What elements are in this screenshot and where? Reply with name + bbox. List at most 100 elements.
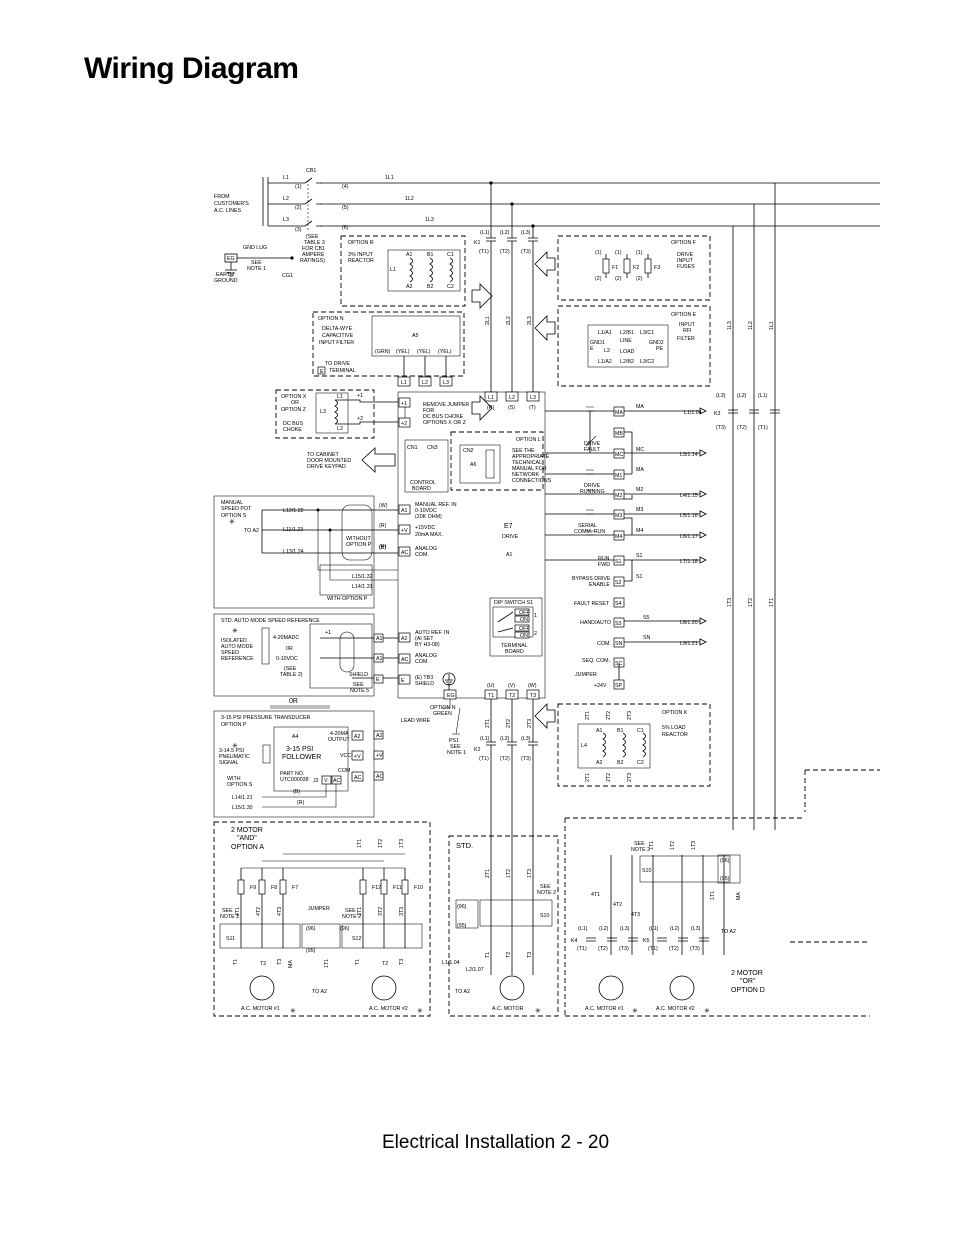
a6: A6 xyxy=(470,462,477,468)
tpv: +V xyxy=(401,528,408,534)
rfi-l2b1: L2/B1 xyxy=(620,330,634,336)
d-motor2-icon xyxy=(669,975,695,1001)
transducer: 3-15 PSI PRESSURE TRANSDUCER xyxy=(221,715,311,721)
n5: (5) xyxy=(342,205,349,211)
lbl-mc: MC xyxy=(636,447,644,453)
control-board-2: BOARD xyxy=(412,486,431,492)
drive-output xyxy=(490,699,534,742)
d-motor1-label: A.C. MOTOR #1 xyxy=(585,1006,624,1012)
option-d-2: "OR" xyxy=(740,978,756,985)
jv: V xyxy=(324,778,328,784)
a96: (96) xyxy=(306,926,316,932)
bypass-enable: BYPASS DRIVE xyxy=(572,576,611,582)
l8-20: L8/1.20 xyxy=(680,620,698,626)
speed-pot-wiring xyxy=(261,504,398,596)
seq-com: SEQ. COM. xyxy=(582,658,610,664)
l6-17: L6/1.17 xyxy=(680,534,698,540)
motor2-label: A.C. MOTOR #2 xyxy=(369,1006,408,1012)
k3-contactor xyxy=(728,409,780,414)
l15b: L15/1.30 xyxy=(232,805,253,811)
option-a-2: "AND" xyxy=(237,835,257,842)
2l2: 2L2 xyxy=(506,316,512,325)
k5-l2: (L2) xyxy=(670,926,680,932)
u: (U) xyxy=(487,683,495,689)
a-1t2: 1T2 xyxy=(378,839,384,848)
with-s-2: OPTION S xyxy=(227,782,253,788)
k1-l1: (L1) xyxy=(480,230,490,236)
star-icon-6: ✳ xyxy=(535,1007,541,1015)
option-l-label: OPTION L xyxy=(516,437,541,443)
option-n-green: OPTION N xyxy=(430,705,456,711)
k-l4: L4 xyxy=(581,743,587,749)
ww: (W) xyxy=(528,683,537,689)
remove-jumper-2: FOR xyxy=(423,408,434,414)
lbl-s5: S5 xyxy=(643,615,650,621)
analog-com-2: COM. xyxy=(415,552,429,558)
serial-comm: SERIAL xyxy=(578,523,597,529)
see-table3: (SEE xyxy=(306,234,319,240)
ma420: 4-20MADC xyxy=(273,635,299,641)
e7-drive xyxy=(397,391,546,699)
load-reactor-coils xyxy=(602,732,646,758)
b-wire: (B) xyxy=(379,545,386,551)
term-s3: S3 xyxy=(615,621,622,627)
4t3: 4T3 xyxy=(277,907,283,916)
plus2: +2 xyxy=(357,416,363,422)
a-note2b: SEE xyxy=(345,908,356,914)
isolated-3: SPEED xyxy=(221,650,239,656)
lbl-s1: S1 xyxy=(636,553,643,559)
std-l104: L1/1.04 xyxy=(442,960,460,966)
pneumatic-2: PNEUMATIC xyxy=(219,754,250,760)
d-95: (95) xyxy=(720,876,730,882)
k2-label: K2 xyxy=(474,747,481,753)
k1-t2: (T2) xyxy=(500,249,510,255)
arrow-left-icon xyxy=(361,447,396,473)
without-p: WITHOUT xyxy=(346,536,371,542)
fuses-label-2: INPUT xyxy=(677,258,694,264)
k4-t1: (T1) xyxy=(577,946,587,952)
cb1-label: CB1 xyxy=(306,168,316,174)
std-motor-icon xyxy=(499,975,525,1001)
motor1-icon xyxy=(249,975,275,1001)
term-m4: M4 xyxy=(615,534,622,540)
1l3: 1L3 xyxy=(425,217,434,223)
option-n-green-2: GREEN xyxy=(433,711,452,717)
std-note-2: NOTE 2 xyxy=(537,890,556,896)
term-s4: S4 xyxy=(615,601,622,607)
part-no: PART NO. xyxy=(280,771,304,777)
auto-ref-2: (AI SET xyxy=(415,636,434,642)
manual-ref: MANUAL REF. IN xyxy=(415,502,457,508)
a1-label: A1 xyxy=(506,552,513,558)
manual-ref-2: 0-10VDC xyxy=(415,508,437,514)
option-r-label: OPTION R xyxy=(348,240,374,246)
analog-com: ANALOG xyxy=(415,546,437,552)
l15: L15/1.32 xyxy=(352,574,373,580)
lbl-s1b: S1 xyxy=(636,574,643,580)
term-sp: SP xyxy=(615,683,623,689)
yel-1: (YEL) xyxy=(396,349,410,355)
d-note: SEE xyxy=(634,841,645,847)
see-tech-3: TECHNICAL xyxy=(512,460,542,466)
see-table3-5: RATINGS) xyxy=(300,258,325,264)
d-s10: S10 xyxy=(642,868,651,874)
f-n2c: (2) xyxy=(636,276,643,282)
run-fwd: RUN xyxy=(598,556,610,562)
delta-wye-3: INPUT FILTER xyxy=(319,340,354,346)
std-t3: 1T3 xyxy=(527,869,533,878)
see-tech-5: NETWORK xyxy=(512,472,540,478)
eg-label: EG xyxy=(227,256,235,262)
term-mc: MC xyxy=(615,452,623,458)
pac: AC xyxy=(354,775,362,781)
drive-label: DRIVE xyxy=(502,534,519,540)
n6: (6) xyxy=(342,225,349,231)
k2-l3: (L3) xyxy=(521,736,531,742)
from-customer-label-2: CUSTOMER'S xyxy=(214,201,249,207)
s10-overload xyxy=(639,855,731,883)
b1: B1 xyxy=(427,252,434,258)
a96b: (96) xyxy=(340,926,350,932)
gnd-lug-label: GND LUG xyxy=(243,245,267,251)
k2-t3: (T3) xyxy=(521,756,531,762)
manual-speed-3: OPTION S xyxy=(221,513,247,519)
cg1-label: CG1 xyxy=(282,273,293,279)
